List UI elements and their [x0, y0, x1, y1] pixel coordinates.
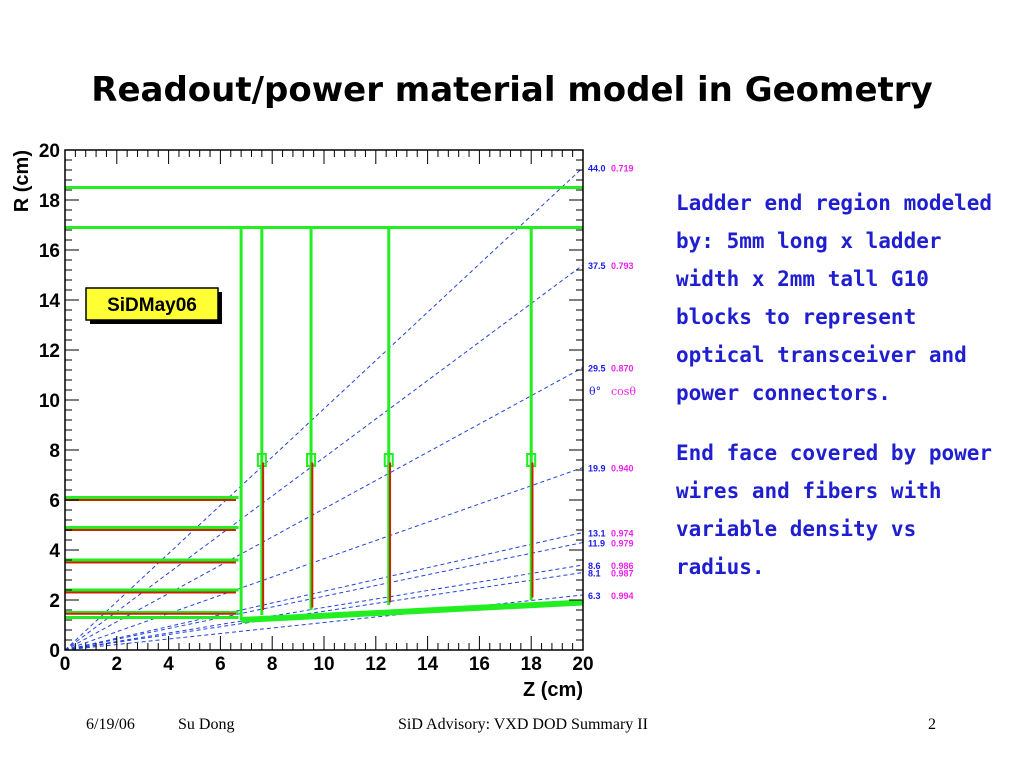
y-tick-label: 2 — [49, 591, 60, 612]
x-axis-label: Z (cm) — [523, 679, 583, 701]
ray-lines — [64, 167, 584, 651]
ray-theta-label: 19.9 — [588, 464, 606, 474]
ray-theta-label: 29.5 — [588, 364, 606, 374]
y-axis-tick-labels: 0 2 4 6 8 10 12 14 16 18 20 — [39, 141, 61, 662]
ray-theta-label: 44.0 — [588, 164, 606, 174]
ray-theta-label: 6.3 — [588, 591, 601, 601]
y-tick-label: 18 — [39, 191, 60, 212]
ray-line — [64, 467, 584, 651]
geometry-plot: 0 2 4 6 8 10 12 14 16 18 20 0 2 4 6 8 10 12 14 16 18 20 Z (c… — [11, 141, 636, 701]
x-tick-label: 12 — [365, 654, 386, 675]
footer-page: 2 — [928, 716, 936, 733]
connector-box — [306, 453, 317, 467]
footer-center: SiD Advisory: VXD DOD Summary II — [398, 716, 648, 733]
power-lines — [65, 462, 534, 615]
y-tick-label: 14 — [39, 291, 61, 312]
ray-cos-label: 0.994 — [611, 591, 634, 601]
ray-line — [64, 367, 584, 651]
y-tick-label: 0 — [49, 641, 60, 662]
ray-cos-label: 0.986 — [611, 561, 634, 571]
x-tick-label: 14 — [417, 654, 439, 675]
ray-line — [64, 264, 584, 651]
x-tick-label: 6 — [215, 654, 226, 675]
y-tick-label: 10 — [39, 391, 60, 412]
x-axis-ticks — [64, 150, 584, 650]
ray-theta-label: 8.1 — [588, 569, 601, 579]
geometry-line — [240, 599, 584, 623]
ray-line — [64, 564, 584, 651]
y-tick-label: 12 — [39, 341, 60, 362]
badge-box — [85, 287, 219, 321]
ray-line — [64, 572, 584, 651]
ray-cos-label: 0.979 — [611, 539, 634, 549]
ray-theta-label: 11.9 — [588, 539, 605, 549]
x-tick-label: 0 — [60, 654, 71, 675]
geometry-lines — [65, 186, 584, 623]
ray-cos-label: 0.793 — [611, 261, 634, 271]
ray-cos-label: 0.719 — [611, 164, 634, 174]
x-tick-label: 2 — [112, 654, 123, 675]
footer-date: 6/19/06 — [86, 716, 135, 733]
note-end-face: End face covered by power wires and fibe… — [676, 441, 993, 579]
ray-line — [64, 167, 584, 651]
y-tick-label: 16 — [39, 241, 60, 262]
x-tick-label: 10 — [313, 654, 334, 675]
y-tick-label: 8 — [49, 441, 60, 462]
ray-theta-label: 8.6 — [588, 561, 601, 571]
y-tick-label: 4 — [49, 541, 60, 562]
connector-box — [526, 453, 537, 467]
badge: SiDMay06 — [85, 287, 222, 324]
note-ladder-end: Ladder end region modeled by: 5mm long x… — [676, 191, 993, 405]
notes-panel: Ladder end region modeled by: 5mm long x… — [676, 184, 1016, 608]
x-axis-tick-labels: 0 2 4 6 8 10 12 14 16 18 20 — [60, 654, 594, 675]
ray-theta-label: 13.1 — [588, 529, 606, 539]
ray-line — [64, 532, 584, 651]
y-tick-label: 6 — [49, 491, 60, 512]
ray-cos-label: 0.974 — [611, 529, 634, 539]
y-axis-ticks — [65, 149, 583, 651]
x-tick-label: 16 — [469, 654, 490, 675]
cos-header: cosθ — [611, 385, 636, 398]
theta-header: θ° — [589, 385, 601, 398]
footer-author: Su Dong — [178, 716, 235, 733]
ray-labels: 44.0 0.719 37.5 0.793 29.5 0.870 19.9 0.940 13.1… — [588, 164, 634, 602]
ray-cos-label: 0.870 — [611, 364, 634, 374]
plot-frame — [64, 149, 584, 651]
x-tick-label: 18 — [521, 654, 542, 675]
x-tick-label: 8 — [267, 654, 278, 675]
ray-theta-label: 37.5 — [588, 261, 606, 271]
x-tick-label: 4 — [163, 654, 174, 675]
badge-text: SiDMay06 — [107, 295, 197, 316]
y-axis-label: R (cm) — [11, 150, 33, 212]
ray-cos-label: 0.940 — [611, 464, 634, 474]
slide-title: Readout/power material model in Geometry — [91, 70, 933, 110]
x-tick-label: 20 — [572, 654, 593, 675]
connector-box — [383, 453, 394, 467]
connector-box — [256, 453, 267, 467]
ray-cos-label: 0.987 — [611, 569, 634, 579]
y-tick-label: 20 — [39, 141, 60, 162]
